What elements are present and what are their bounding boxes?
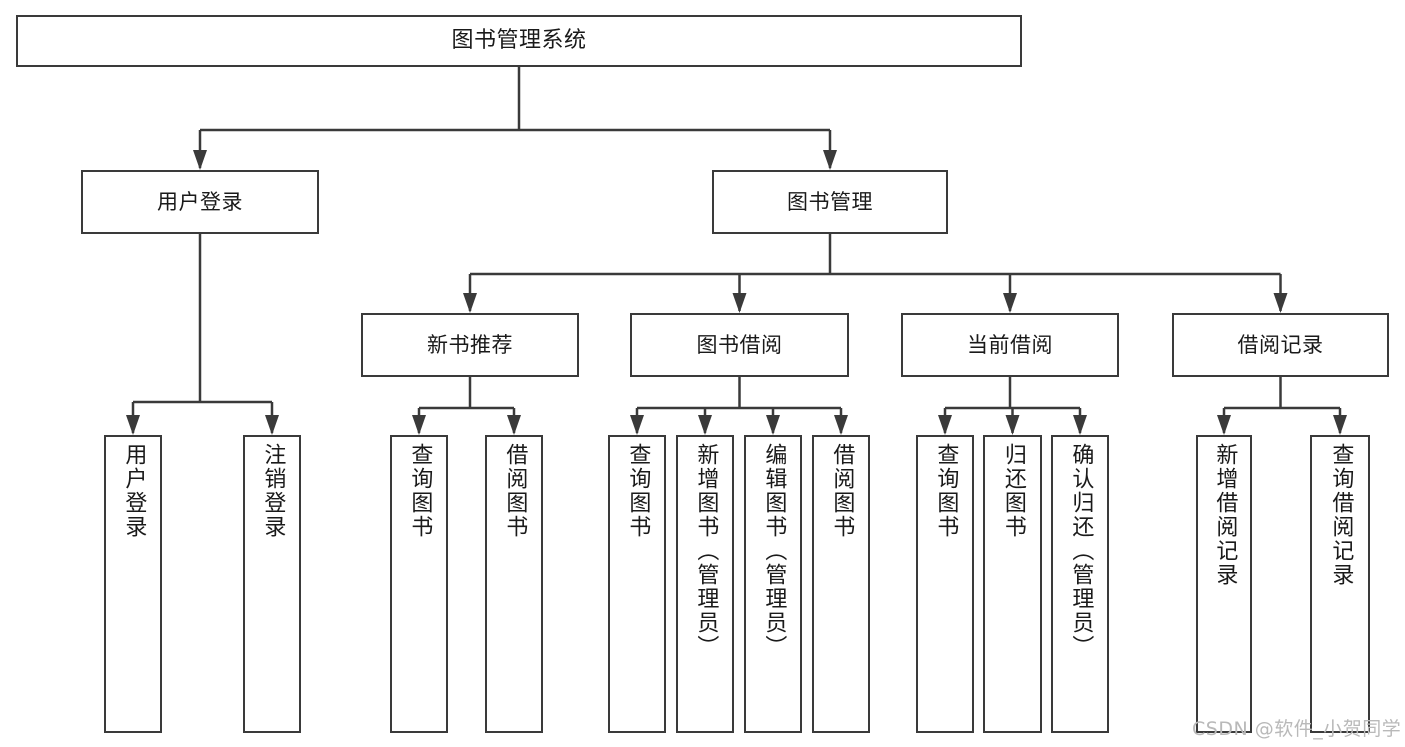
node-label: 注销登录 bbox=[260, 443, 286, 539]
arrow-head-icon bbox=[412, 415, 426, 435]
arrow-head-icon bbox=[265, 415, 279, 435]
arrow-head-icon bbox=[1073, 415, 1087, 435]
node-records[interactable]: 借阅记录 bbox=[1172, 313, 1389, 377]
node-label: 新书推荐 bbox=[427, 332, 513, 357]
arrow-head-icon bbox=[698, 415, 712, 435]
node-root[interactable]: 图书管理系统 bbox=[16, 15, 1022, 67]
arrow-head-icon bbox=[507, 415, 521, 435]
node-label: 用户登录 bbox=[157, 189, 243, 214]
arrow-head-icon bbox=[732, 293, 747, 313]
node-leaf-9[interactable]: 查询图书 bbox=[916, 435, 974, 733]
arrow-head-icon bbox=[834, 415, 848, 435]
node-label: 借阅记录 bbox=[1237, 332, 1324, 357]
node-label: 图书管理系统 bbox=[451, 28, 587, 54]
arrow-head-icon bbox=[1005, 415, 1020, 435]
node-login[interactable]: 用户登录 bbox=[81, 170, 319, 234]
node-leaf-3[interactable]: 查询图书 bbox=[390, 435, 448, 733]
arrow-head-icon bbox=[126, 415, 140, 435]
node-label: 查询图书 bbox=[407, 443, 433, 539]
watermark: CSDN @软件_小贺同学 bbox=[1192, 718, 1402, 740]
node-bookmgmt[interactable]: 图书管理 bbox=[712, 170, 948, 234]
arrow-head-icon bbox=[1217, 415, 1231, 435]
arrow-head-icon bbox=[766, 415, 780, 435]
node-label: 查询图书 bbox=[625, 443, 651, 539]
node-label: 借阅图书 bbox=[502, 443, 528, 539]
node-label: 图书管理 bbox=[787, 189, 873, 214]
node-label: 新增借阅记录 bbox=[1212, 443, 1238, 587]
node-leaf-12[interactable]: 新增借阅记录 bbox=[1196, 435, 1252, 733]
node-leaf-7[interactable]: 编辑图书（管理员） bbox=[744, 435, 802, 733]
node-leaf-4[interactable]: 借阅图书 bbox=[485, 435, 543, 733]
node-label: 图书借阅 bbox=[696, 332, 783, 357]
arrow-head-icon bbox=[630, 415, 644, 435]
node-leaf-1[interactable]: 用户登录 bbox=[104, 435, 162, 733]
node-leaf-13[interactable]: 查询借阅记录 bbox=[1310, 435, 1370, 733]
node-leaf-10[interactable]: 归还图书 bbox=[983, 435, 1042, 733]
node-leaf-6[interactable]: 新增图书（管理员） bbox=[676, 435, 734, 733]
node-label: 归还图书 bbox=[1000, 443, 1026, 539]
arrow-head-icon bbox=[463, 293, 477, 313]
node-borrow[interactable]: 图书借阅 bbox=[630, 313, 849, 377]
node-label: 借阅图书 bbox=[829, 443, 855, 539]
node-leaf-8[interactable]: 借阅图书 bbox=[812, 435, 870, 733]
node-label: 新增图书（管理员） bbox=[693, 443, 719, 659]
node-newbook[interactable]: 新书推荐 bbox=[361, 313, 579, 377]
node-leaf-5[interactable]: 查询图书 bbox=[608, 435, 666, 733]
node-label: 查询图书 bbox=[933, 443, 959, 539]
arrow-head-icon bbox=[938, 415, 952, 435]
node-label: 编辑图书（管理员） bbox=[761, 443, 787, 659]
arrow-head-icon bbox=[1003, 293, 1017, 313]
node-label: 查询借阅记录 bbox=[1328, 443, 1354, 587]
node-label: 用户登录 bbox=[121, 443, 147, 539]
node-leaf-11[interactable]: 确认归还（管理员） bbox=[1051, 435, 1109, 733]
arrow-head-icon bbox=[1333, 415, 1347, 435]
node-label: 确认归还（管理员） bbox=[1068, 443, 1094, 659]
node-current[interactable]: 当前借阅 bbox=[901, 313, 1119, 377]
arrow-head-icon bbox=[823, 150, 837, 170]
arrow-head-icon bbox=[1273, 293, 1288, 313]
node-leaf-2[interactable]: 注销登录 bbox=[243, 435, 301, 733]
node-label: 当前借阅 bbox=[967, 332, 1053, 357]
arrow-head-icon bbox=[193, 150, 207, 170]
